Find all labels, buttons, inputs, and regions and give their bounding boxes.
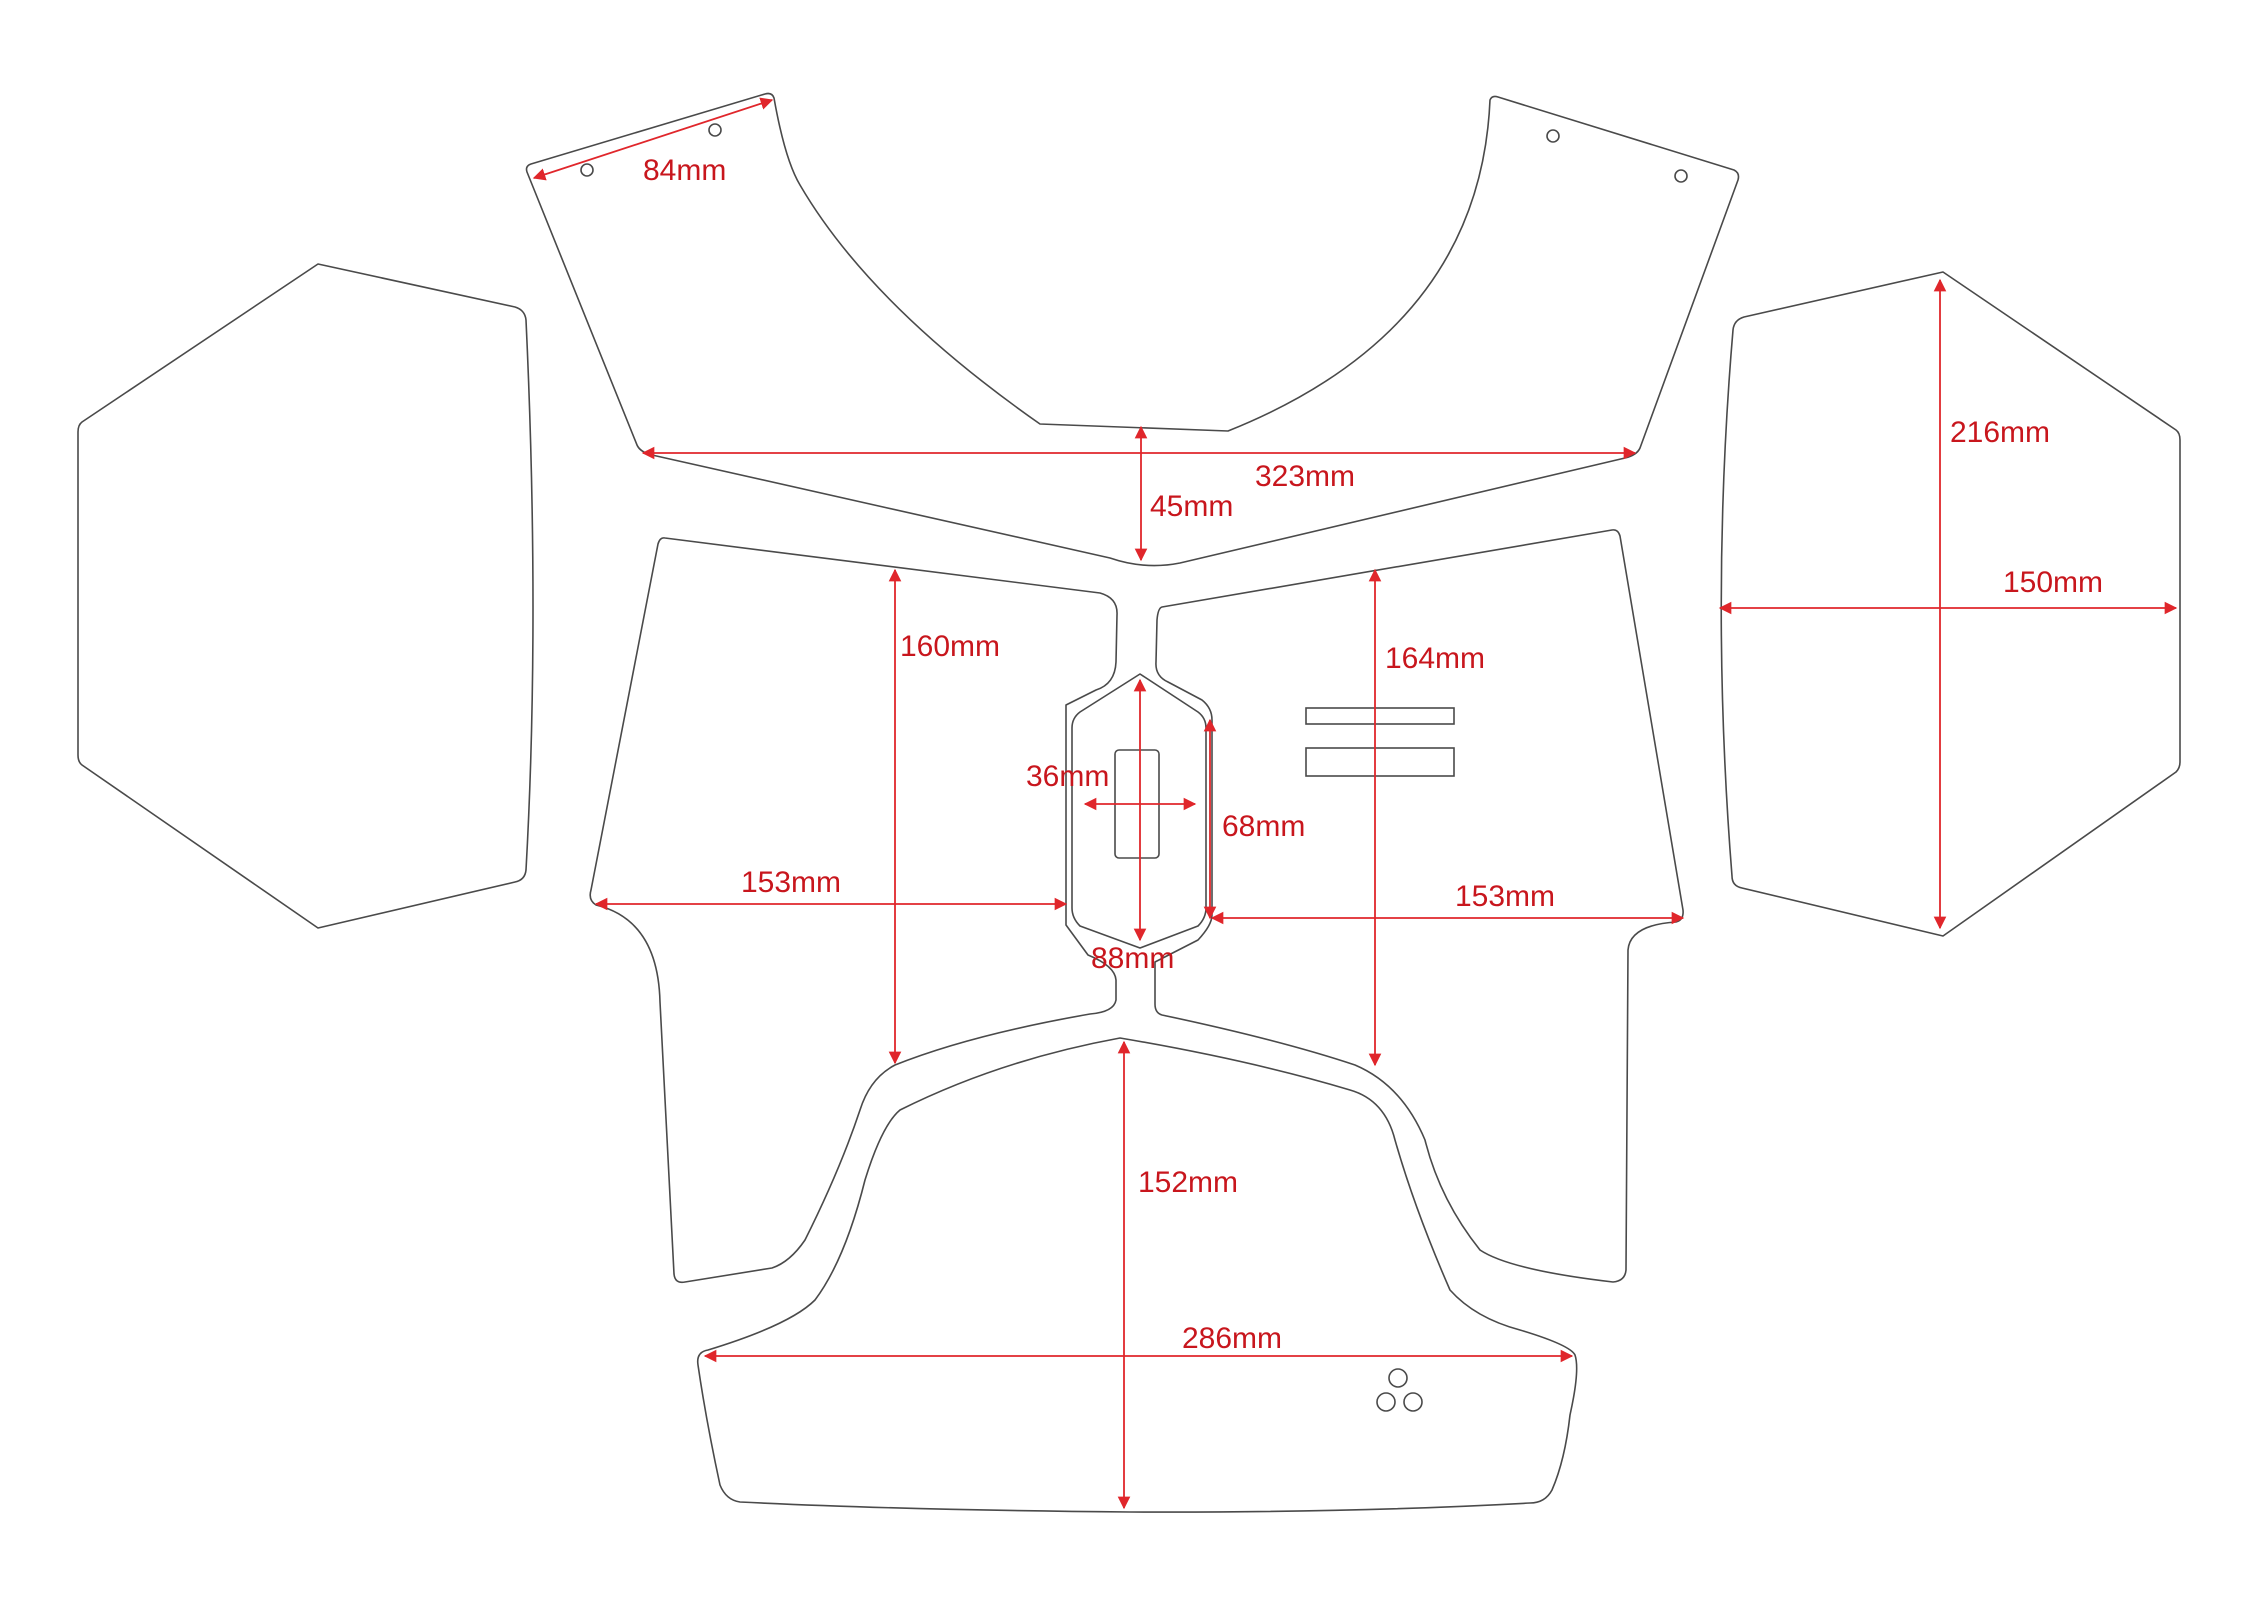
label-right-height: 216mm bbox=[1950, 416, 2050, 449]
bottom-hole bbox=[1403, 1392, 1423, 1412]
strap-slot-lower bbox=[1305, 747, 1455, 777]
bottom-hole bbox=[1388, 1368, 1408, 1388]
label-slot-width: 36mm bbox=[1026, 760, 1109, 793]
bottom-hole bbox=[1376, 1392, 1396, 1412]
label-top-width: 323mm bbox=[1255, 460, 1355, 493]
top-hole bbox=[580, 163, 594, 177]
label-bottom-height: 152mm bbox=[1138, 1166, 1238, 1199]
label-mid-right-height: 164mm bbox=[1385, 642, 1485, 675]
top-hole bbox=[1674, 169, 1688, 183]
label-left-reach: 153mm bbox=[741, 866, 841, 899]
right-panel bbox=[1720, 271, 2181, 937]
label-slot-side: 68mm bbox=[1222, 810, 1305, 843]
bottom-panel bbox=[696, 1037, 1578, 1513]
label-right-width: 150mm bbox=[2003, 566, 2103, 599]
top-hole bbox=[708, 123, 722, 137]
left-panel bbox=[77, 263, 534, 929]
strap-slot-upper bbox=[1305, 707, 1455, 725]
label-top-edge: 84mm bbox=[643, 154, 726, 187]
label-top-gap: 45mm bbox=[1150, 490, 1233, 523]
dim-line-top-edge bbox=[532, 97, 774, 181]
label-bottom-width: 286mm bbox=[1182, 1322, 1282, 1355]
label-hex-height: 88mm bbox=[1091, 942, 1174, 975]
label-right-reach: 153mm bbox=[1455, 880, 1555, 913]
label-mid-left-height: 160mm bbox=[900, 630, 1000, 663]
top-hole bbox=[1546, 129, 1560, 143]
